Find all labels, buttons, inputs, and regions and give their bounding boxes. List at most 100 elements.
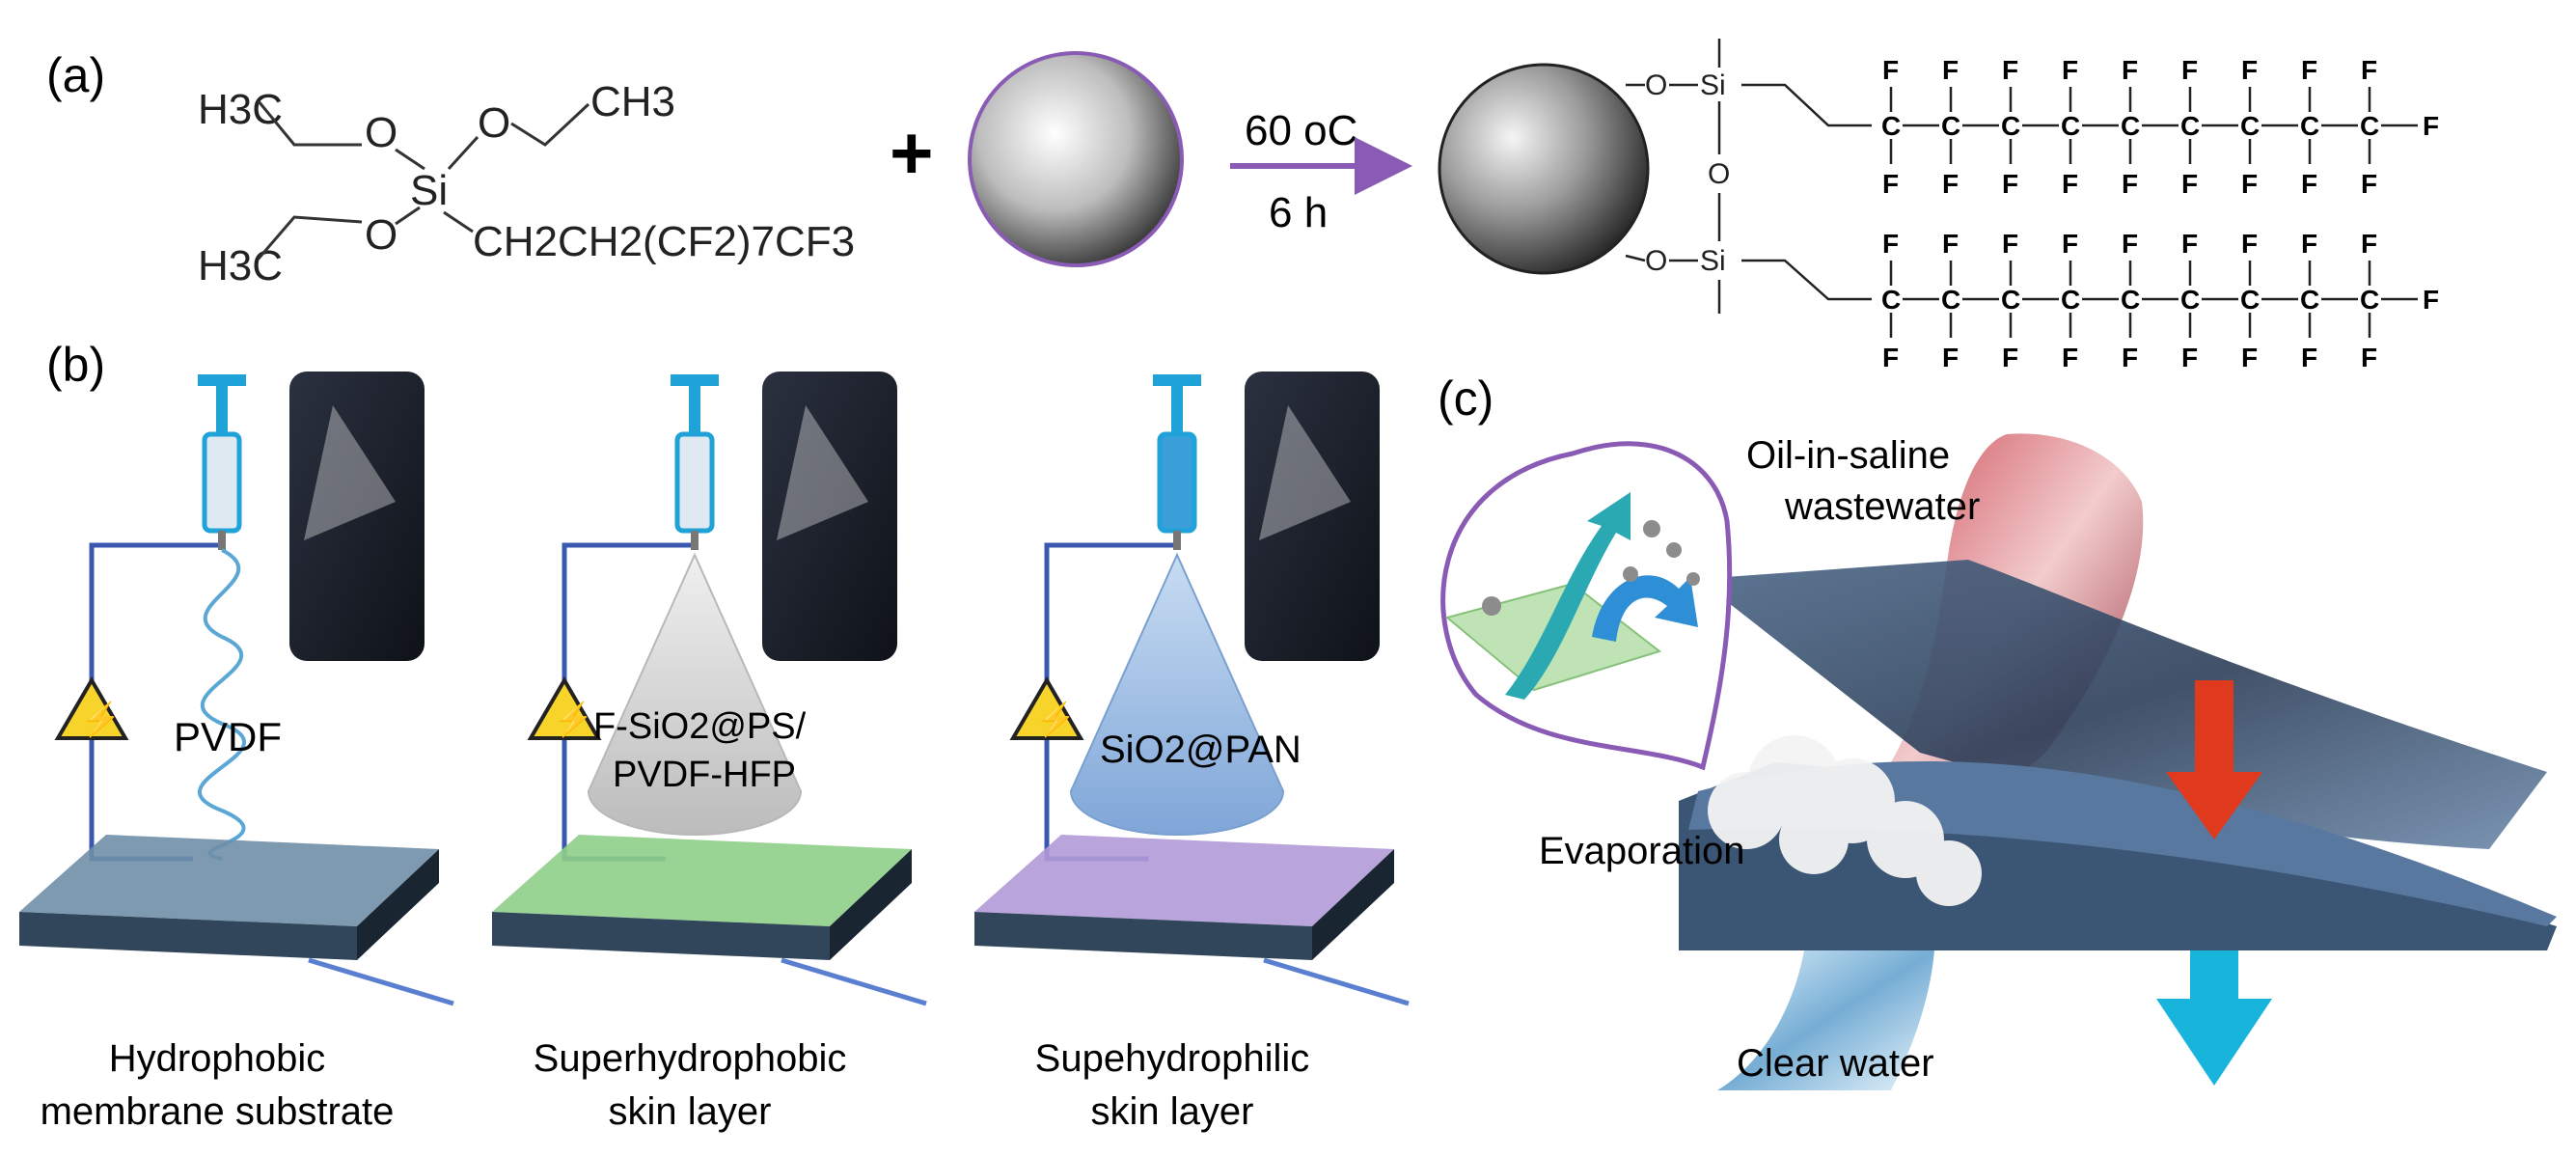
product-o-bottom: O	[1645, 245, 1667, 277]
chain-fluorine: F	[2062, 55, 2078, 85]
chain-carbon: C	[2300, 111, 2319, 141]
silica-particle	[968, 51, 1184, 267]
clear-water-stream	[1717, 950, 1934, 1090]
chain-carbon: C	[2001, 285, 2020, 315]
chain-carbon: C	[2121, 285, 2140, 315]
chain-carbon: C	[1941, 111, 1960, 141]
atom-o-right: O	[478, 99, 510, 147]
feed-label-line1: Oil-in-saline	[1746, 434, 1950, 477]
caption-line2: skin layer	[609, 1090, 772, 1133]
substrate-front	[492, 912, 830, 960]
chain-carbon: C	[2300, 285, 2319, 315]
chain-fluorine: F	[2122, 169, 2138, 199]
spray-label-line2: PVDF-HFP	[613, 755, 796, 795]
chain-fluorine: F	[2181, 169, 2198, 199]
chain-carbon: C	[2180, 111, 2200, 141]
substrate-side	[830, 849, 912, 960]
syringe-needle	[1173, 531, 1181, 550]
chain-fluorine: F	[2301, 55, 2317, 85]
plus-sign: +	[890, 110, 934, 195]
spray-cone	[587, 552, 803, 836]
lightning-icon: ⚡	[1035, 701, 1076, 739]
product-o-top: O	[1645, 69, 1667, 101]
syringe-needle	[218, 531, 226, 550]
condition-time: 6 h	[1269, 189, 1328, 236]
caption-line1: Supehydrophilic	[1035, 1037, 1310, 1080]
chain-carbon: C	[1881, 111, 1901, 141]
spray-label-line1: F-SiO2@PS/	[593, 706, 807, 747]
chain-carbon: C	[2360, 285, 2379, 315]
group-ch3: CH3	[590, 78, 675, 125]
atom-o-bottom: O	[365, 211, 397, 259]
chain-fluorine: F	[2361, 55, 2377, 85]
chain-fluorine: F	[2301, 229, 2317, 259]
atom-h3c-top: H3C	[198, 86, 283, 133]
syringe-plunger-cap	[671, 374, 719, 386]
caption-line1: Superhydrophobic	[534, 1037, 847, 1080]
panel-c: (c) Oil-in-	[1438, 372, 2557, 1090]
inset-vapor-arrow-up	[1505, 492, 1631, 700]
ground-wire	[1263, 957, 1410, 1006]
chain-fluorine: F	[1942, 169, 1959, 199]
chain-fluorine: F	[2062, 229, 2078, 259]
chain-fluorine: F	[2002, 55, 2018, 85]
chain-carbon: C	[1941, 285, 1960, 315]
permeate-down-arrow	[2156, 950, 2272, 1086]
chain-carbon: C	[2180, 285, 2200, 315]
chain-fluorine: F	[2361, 229, 2377, 259]
panel-a: (a) H3C O O CH3 Si H3C O CH2CH2(CF2)7CF3…	[46, 39, 2439, 372]
chain-fluorine: F	[1942, 229, 1959, 259]
spray-photo-plume	[1259, 405, 1351, 540]
spray-photo	[762, 372, 897, 661]
feed-label-line2: wastewater	[1784, 485, 1980, 528]
vapor-cloud	[1708, 735, 1982, 906]
panel-c-label: (c)	[1438, 372, 1494, 426]
chain-fluorine: F	[2181, 229, 2198, 259]
spray-photo	[1245, 372, 1380, 661]
chain-carbon: C	[2121, 111, 2140, 141]
syringe-needle	[691, 531, 699, 550]
chain-carbon: C	[2001, 111, 2020, 141]
spray-label: PVDF	[174, 714, 282, 759]
chain-fluorine: F	[2002, 169, 2018, 199]
modified-particle	[1438, 63, 1650, 275]
chain-fluorine: F	[2361, 343, 2377, 372]
substrate-side	[357, 849, 439, 960]
caption-line2: membrane substrate	[41, 1090, 395, 1133]
product-si-bottom: Si	[1700, 245, 1726, 277]
chain-fluorine: F	[2423, 285, 2439, 315]
spray-label: SiO2@PAN	[1100, 729, 1302, 771]
atom-o-left: O	[365, 109, 397, 156]
chain-carbon: C	[2061, 285, 2080, 315]
inset-water-arrow	[1592, 575, 1698, 642]
inset-droplets	[1482, 520, 1700, 616]
chain-fluorine: F	[2241, 343, 2258, 372]
panel-a-label: (a)	[46, 48, 105, 102]
chain-fluorine: F	[2423, 111, 2439, 141]
chain-fluorine: F	[2301, 169, 2317, 199]
ground-wire	[308, 957, 454, 1006]
syringe-barrel	[674, 431, 715, 534]
chain-fluorine: F	[1882, 343, 1899, 372]
chain-fluorine: F	[2241, 229, 2258, 259]
syringe-barrel	[202, 431, 242, 534]
chain-carbon: C	[1881, 285, 1901, 315]
product-o-mid: O	[1708, 158, 1730, 190]
panel-b-label: (b)	[46, 338, 105, 392]
chain-fluorine: F	[2002, 343, 2018, 372]
chain-fluorine: F	[1882, 229, 1899, 259]
chain-fluorine: F	[2241, 169, 2258, 199]
spray-photo	[289, 372, 425, 661]
substrate-side	[1312, 849, 1394, 960]
product-si-top: Si	[1700, 69, 1726, 101]
syringe-plunger-rod	[1171, 386, 1183, 434]
product-linkers: O Si O O Si	[1625, 39, 1872, 314]
syringe-plunger-cap	[198, 374, 246, 386]
caption-line1: Hydrophobic	[109, 1037, 326, 1080]
substrate-front	[19, 912, 357, 960]
spray-photo-plume	[304, 405, 396, 540]
substrate-top	[19, 835, 439, 926]
